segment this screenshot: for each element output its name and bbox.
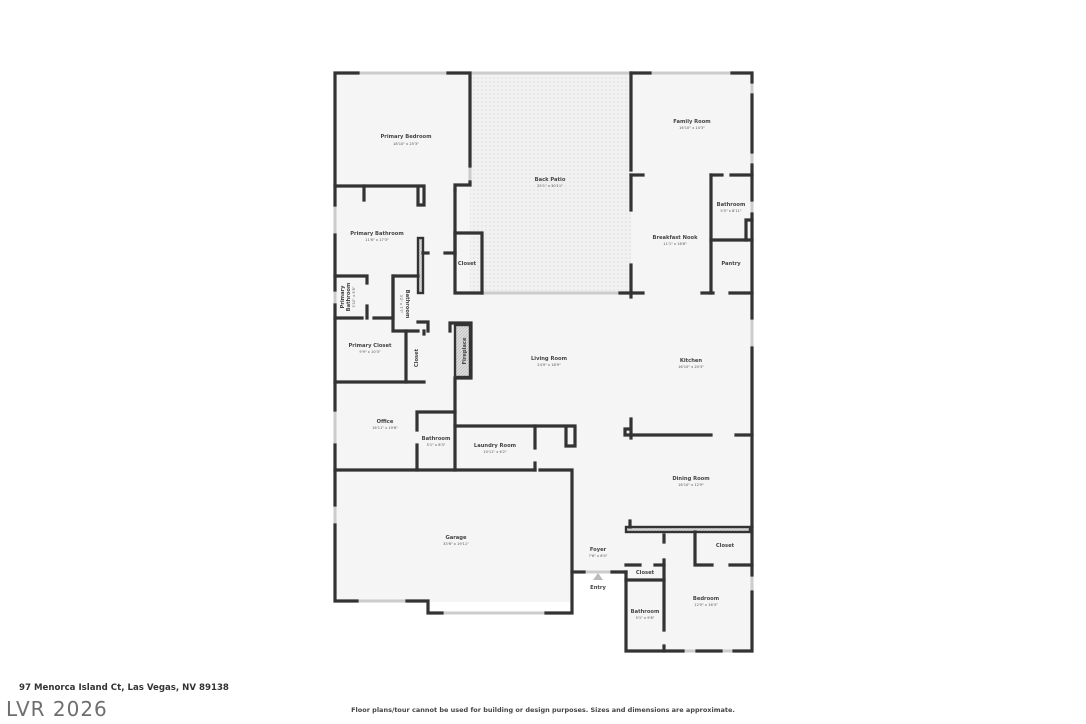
svg-text:16'10" x 14'3": 16'10" x 14'3" bbox=[679, 126, 705, 130]
svg-text:9'9" x 10'3": 9'9" x 10'3" bbox=[359, 350, 380, 354]
svg-text:16'11" x 19'8": 16'11" x 19'8" bbox=[372, 426, 398, 430]
watermark: LVR 2026 bbox=[6, 697, 108, 721]
svg-text:11'6" x 17'3": 11'6" x 17'3" bbox=[365, 238, 389, 242]
family-room-label: Family Room bbox=[673, 119, 710, 125]
primary-bedroom-label: Primary Bedroom bbox=[380, 134, 431, 140]
windows bbox=[333, 71, 754, 653]
pantry-label: Pantry bbox=[721, 261, 741, 267]
svg-text:Bathroom: Bathroom bbox=[346, 283, 352, 312]
svg-text:16'10" x 12'9": 16'10" x 12'9" bbox=[678, 483, 704, 487]
svg-text:5'1" x 9'8": 5'1" x 9'8" bbox=[636, 616, 655, 620]
svg-text:18'10" x 25'3": 18'10" x 25'3" bbox=[393, 142, 419, 146]
living-room-label: Living Room bbox=[531, 356, 567, 362]
entry-arrow-icon bbox=[593, 573, 603, 580]
closet-vertical-label: Closet bbox=[414, 348, 420, 367]
breakfast-nook-label: Breakfast Nook bbox=[652, 235, 698, 241]
svg-text:5'1" x 8'3": 5'1" x 8'3" bbox=[427, 443, 446, 447]
bathroom-office-label: Bathroom bbox=[422, 436, 451, 442]
property-address: 97 Menorca Island Ct, Las Vegas, NV 8913… bbox=[19, 683, 229, 693]
svg-text:5'5" x 8'11": 5'5" x 8'11" bbox=[720, 209, 741, 213]
closet-patio-label: Closet bbox=[458, 261, 477, 267]
bathroom-small-label: Bathroom bbox=[404, 290, 410, 319]
foyer-label: Foyer bbox=[590, 547, 607, 553]
closet-se-label: Closet bbox=[716, 543, 735, 549]
office-label: Office bbox=[377, 419, 394, 425]
garage-label: Garage bbox=[445, 535, 467, 541]
bathroom-ne-label: Bathroom bbox=[717, 202, 746, 208]
room-labels: Primary Bedroom 18'10" x 25'3" Back Pati… bbox=[340, 119, 745, 620]
svg-text:33'6" x 19'11": 33'6" x 19'11" bbox=[443, 542, 469, 546]
dining-room-label: Dining Room bbox=[672, 476, 709, 482]
svg-text:11'1" x 16'6": 11'1" x 16'6" bbox=[663, 242, 687, 246]
svg-text:7'6" x 6'4": 7'6" x 6'4" bbox=[589, 554, 608, 558]
entry-label: Entry bbox=[590, 585, 606, 591]
svg-text:24'9" x 18'9": 24'9" x 18'9" bbox=[537, 363, 561, 367]
svg-text:3'10" x 5'5": 3'10" x 5'5" bbox=[352, 286, 356, 307]
primary-closet-label: Primary Closet bbox=[348, 343, 392, 349]
bedroom-label: Bedroom bbox=[693, 596, 719, 602]
svg-text:10'11" x 6'2": 10'11" x 6'2" bbox=[483, 450, 507, 454]
closet-foyer-label: Closet bbox=[636, 570, 655, 576]
svg-text:16'10" x 20'3": 16'10" x 20'3" bbox=[678, 365, 704, 369]
back-patio-area bbox=[470, 73, 631, 293]
laundry-room-label: Laundry Room bbox=[474, 443, 516, 449]
svg-text:25'1" x 30'11": 25'1" x 30'11" bbox=[537, 184, 563, 188]
floor-areas bbox=[335, 73, 752, 651]
svg-text:12'0" x 16'3": 12'0" x 16'3" bbox=[694, 603, 718, 607]
bathroom-se-label: Bathroom bbox=[631, 609, 660, 615]
walls bbox=[333, 71, 754, 653]
kitchen-label: Kitchen bbox=[680, 358, 703, 364]
primary-bathroom-small-label: Primary bbox=[340, 285, 346, 309]
svg-text:3'2" x 7'7": 3'2" x 7'7" bbox=[399, 295, 403, 314]
back-patio-label: Back Patio bbox=[535, 177, 566, 183]
disclaimer: Floor plans/tour cannot be used for buil… bbox=[0, 706, 1086, 714]
disclaimer-text: Floor plans/tour cannot be used for buil… bbox=[351, 706, 735, 714]
primary-bathroom-label: Primary Bathroom bbox=[350, 231, 404, 237]
fireplace-label: Fireplace bbox=[462, 337, 468, 364]
fireplace-block bbox=[453, 323, 472, 379]
